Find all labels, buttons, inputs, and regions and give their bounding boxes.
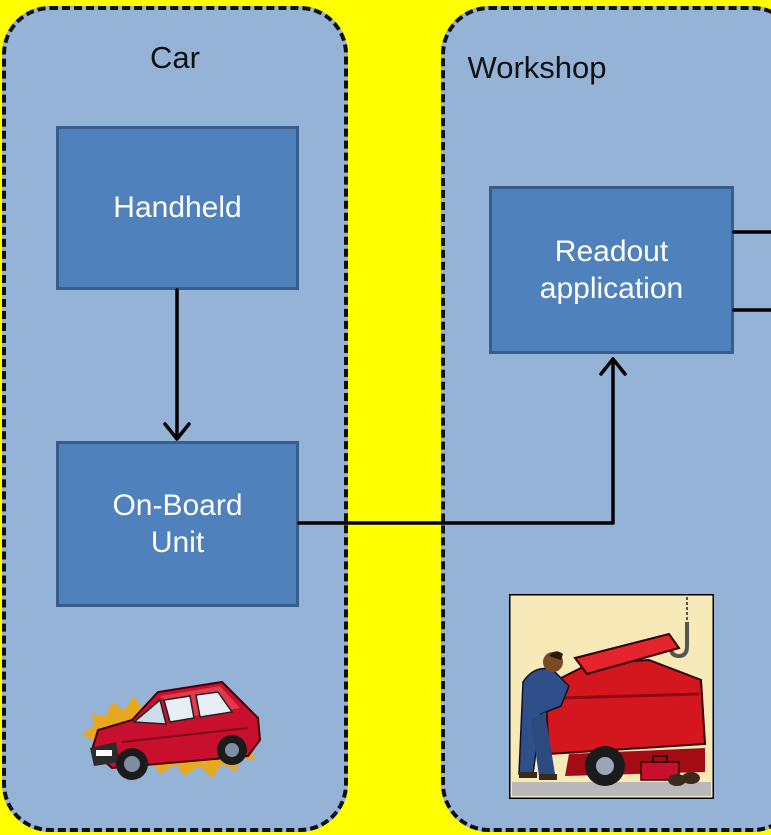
readout-application-label-line1: Readout [554,234,669,268]
connector-obu-to-readout [297,357,615,525]
lane-title-workshop: Workshop [467,50,607,85]
mechanic-icon [509,594,714,799]
arrowhead-readout [599,357,627,376]
car-icon [82,680,262,780]
on-board-unit-label-line2: Unit [150,526,205,559]
arrowhead-obu [163,422,191,441]
readout-application-box: Readout application [489,186,734,354]
readout-application-label-line2: application [539,272,684,305]
handheld-label: Handheld [113,191,242,225]
lane-title-car: Car [150,40,200,75]
on-board-unit-box: On-Board Unit [56,441,299,607]
on-board-unit-label-line1: On-Board [112,488,243,522]
